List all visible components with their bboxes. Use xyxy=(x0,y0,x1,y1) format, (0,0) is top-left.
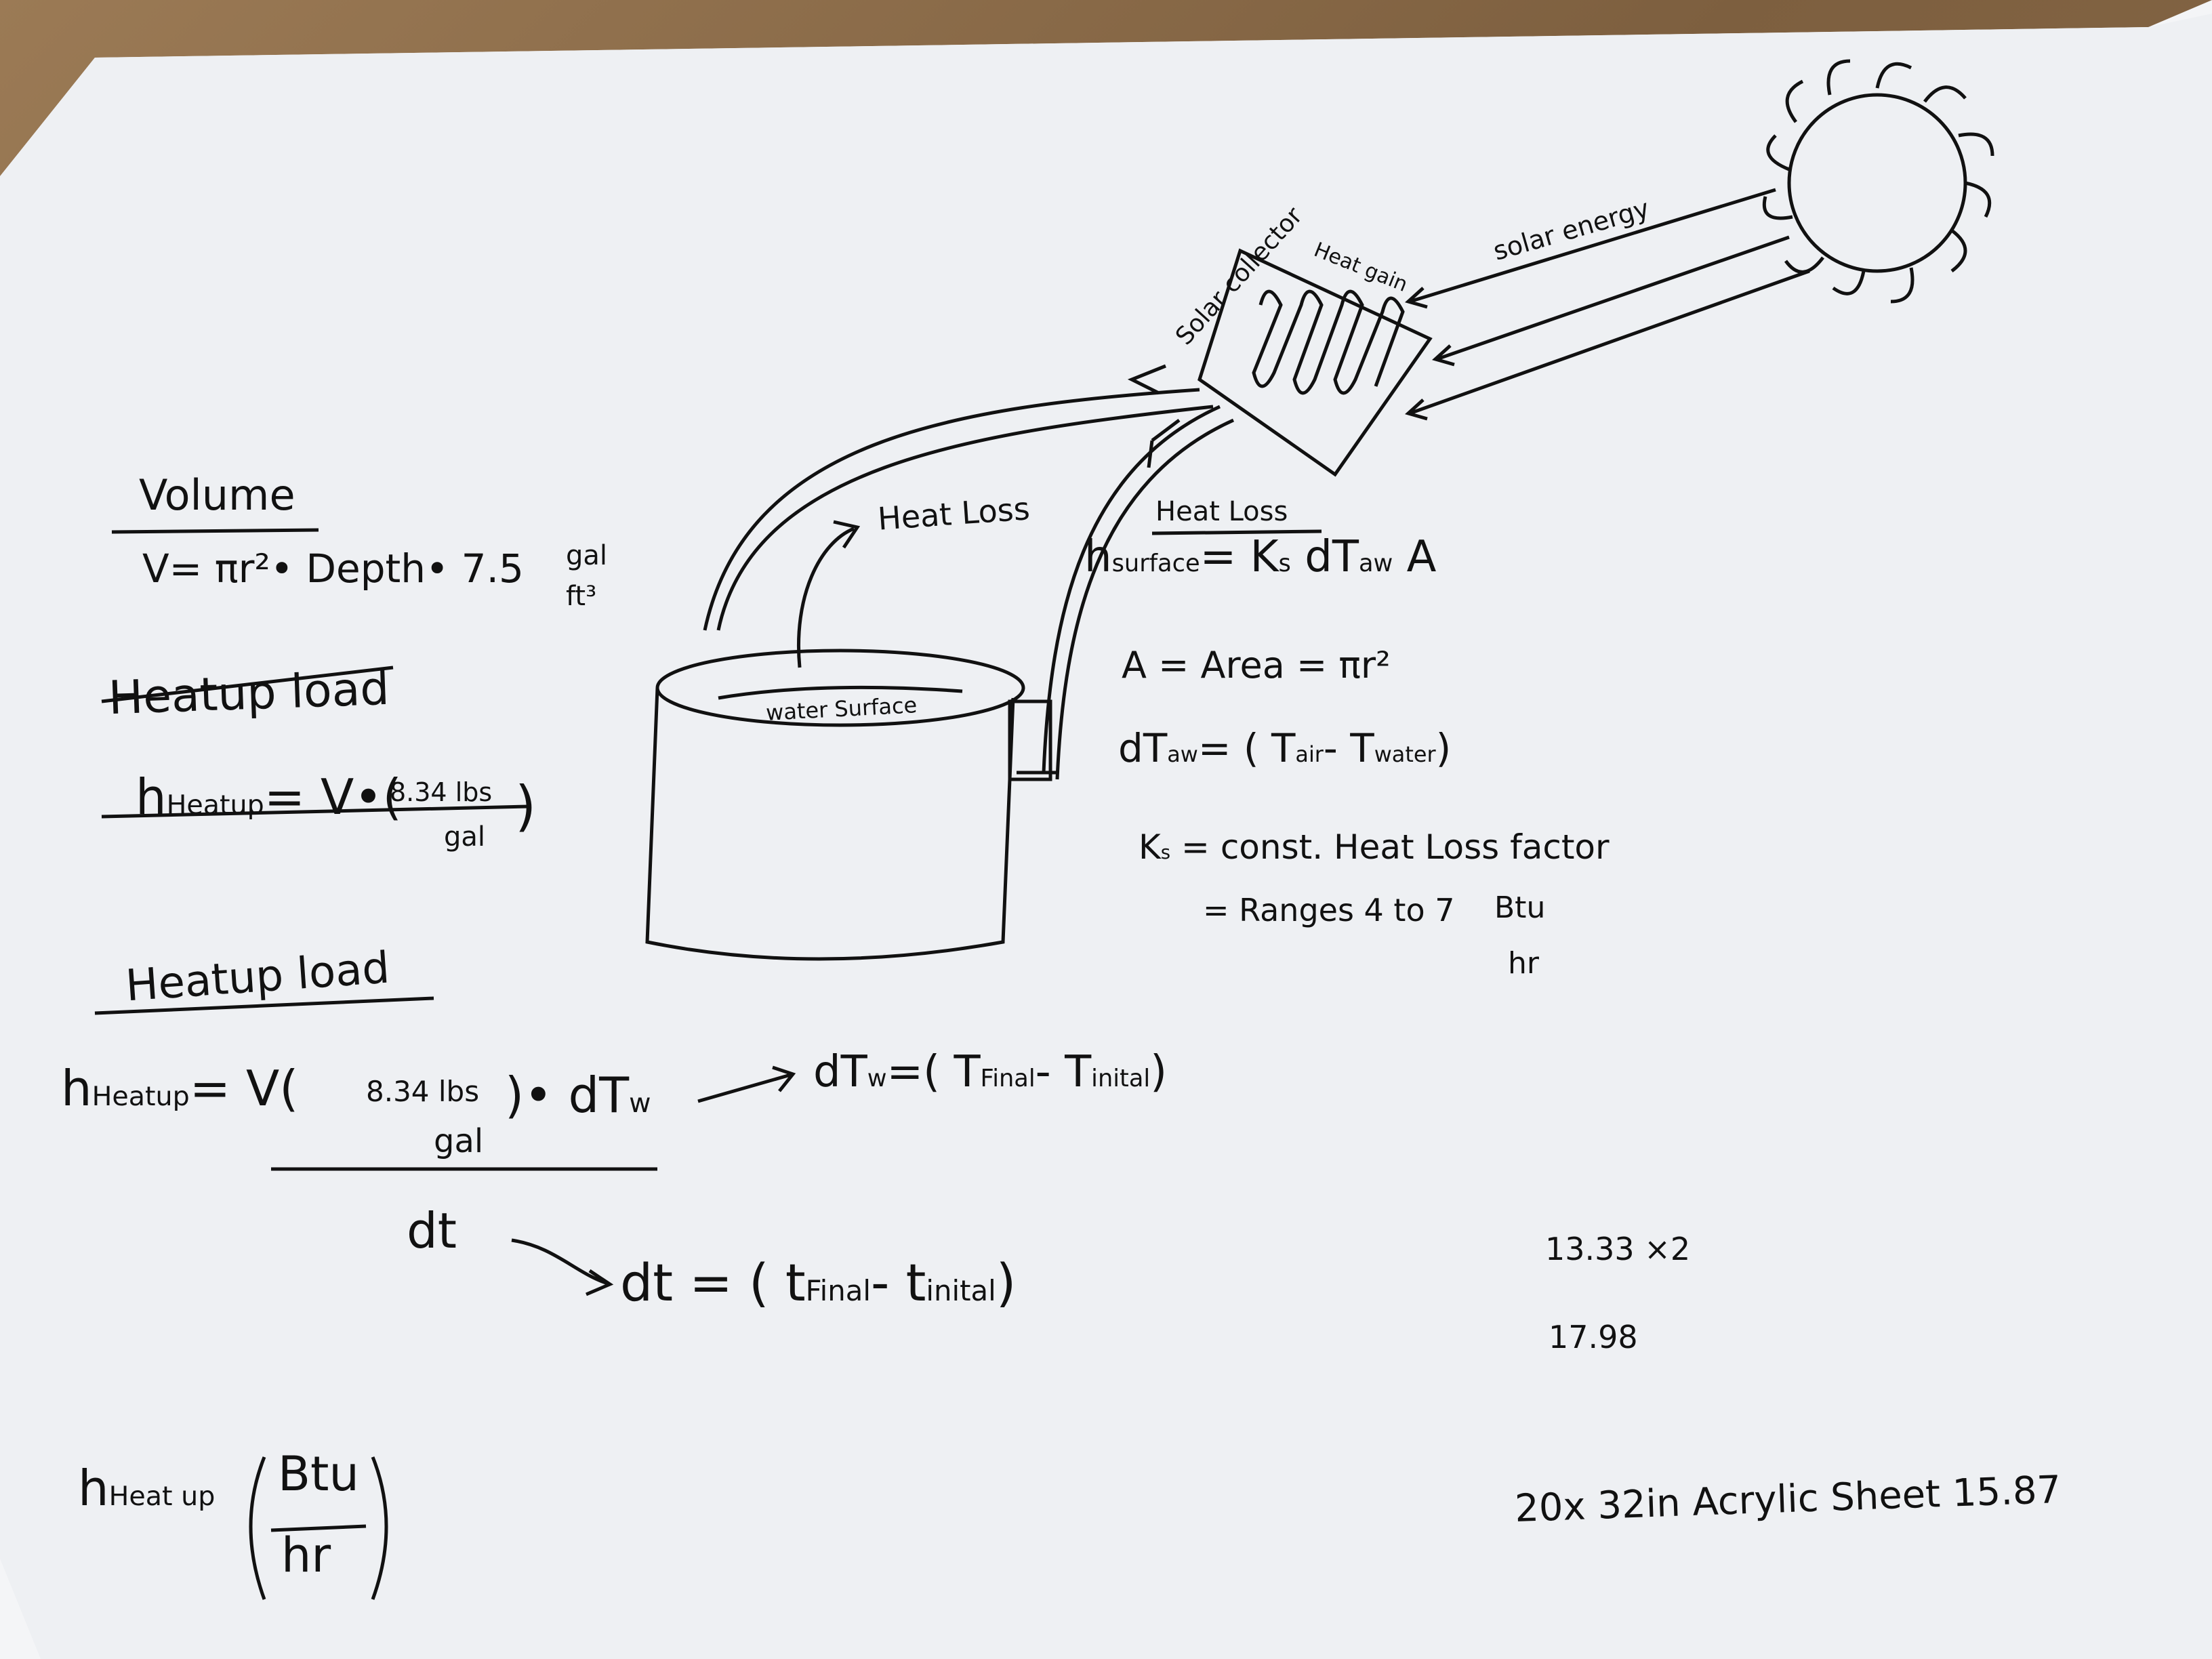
ks-range: = Ranges 4 to 7 xyxy=(1203,892,1455,928)
close: ) xyxy=(1150,1047,1168,1097)
heatup-crossed-lhs: hHeatup= V•( xyxy=(136,773,402,821)
subscript: Heatup xyxy=(166,790,264,821)
tail: dT xyxy=(1305,532,1359,582)
volume-heading: Volume xyxy=(139,470,295,520)
dTaw-definition: dTaw= ( Tair- Twater) xyxy=(1118,729,1451,768)
heatloss-formula: hsurface= Ks dTaw A xyxy=(1084,535,1436,579)
lhs: dT xyxy=(1118,725,1168,771)
crossed-close: ) xyxy=(515,775,537,838)
dTw-definition: dTw=( TFinal- Tinital) xyxy=(813,1050,1167,1094)
crossed-unit-top: 8.34 lbs xyxy=(390,777,493,807)
volume-formula: V= πr²• Depth• 7.5 xyxy=(142,546,524,592)
lhs: dt = ( t xyxy=(620,1252,806,1313)
subscript: Heatup xyxy=(91,1081,190,1112)
heatup-frac-bottom: gal xyxy=(434,1122,484,1160)
crossed-unit-bottom: gal xyxy=(444,821,486,853)
volume-underline xyxy=(111,528,319,534)
sub: w xyxy=(867,1065,887,1092)
side-number-2: 17.98 xyxy=(1549,1319,1638,1355)
sub: aw xyxy=(1358,550,1393,577)
heatup-underline xyxy=(94,996,434,1015)
h: h xyxy=(1084,532,1112,582)
heatloss-underline xyxy=(1151,529,1322,535)
sub: Heat up xyxy=(108,1481,216,1512)
sub: inital xyxy=(1091,1065,1151,1092)
area-definition: A = Area = πr² xyxy=(1122,644,1391,687)
heatup-lhs: hHeatup= V( xyxy=(61,1064,298,1113)
heatup-after: )• dTw xyxy=(505,1071,651,1120)
heatloss-heading: Heat Loss xyxy=(1155,496,1288,527)
heatup-frac-top: 8.34 lbs xyxy=(366,1075,480,1108)
ks-definition: Ks = const. Heat Loss factor xyxy=(1139,830,1610,864)
end: A xyxy=(1406,532,1437,582)
K: K xyxy=(1139,827,1161,867)
sub: Final xyxy=(980,1065,1036,1092)
ks-unit-bottom: hr xyxy=(1508,946,1539,981)
heat-loss-arrow xyxy=(797,520,861,668)
side-number-1: 13.33 ×2 xyxy=(1545,1231,1691,1267)
dT: dT xyxy=(813,1047,867,1097)
sub: air xyxy=(1295,741,1324,767)
strike-line-2 xyxy=(101,804,529,819)
formula-mid: = V•( xyxy=(264,769,402,825)
units-note-parens xyxy=(249,1456,388,1600)
sub: inital xyxy=(926,1274,996,1307)
solar-collector xyxy=(1197,248,1433,477)
h-symbol: h xyxy=(61,1060,92,1117)
after-text: )• dT xyxy=(505,1067,630,1124)
rhs: = K xyxy=(1200,532,1279,582)
rhs: =( T xyxy=(886,1047,981,1097)
heatup-denominator: dt xyxy=(407,1202,457,1259)
sub: Final xyxy=(805,1274,871,1307)
dt-definition: dt = ( tFinal- tinital) xyxy=(620,1257,1016,1309)
subscript: w xyxy=(629,1088,651,1119)
strike-line xyxy=(101,665,394,703)
heatup-crossed-heading: Heatup load xyxy=(107,661,390,726)
sub: aw xyxy=(1167,741,1198,767)
sub: water xyxy=(1374,741,1436,767)
sub: s xyxy=(1278,550,1291,577)
ks-unit-top: Btu xyxy=(1494,890,1546,925)
formula-mid: = V( xyxy=(189,1060,299,1117)
solar-rays xyxy=(1404,188,1810,421)
mid: - t xyxy=(871,1252,926,1313)
close: ) xyxy=(1435,725,1452,771)
def: = const. Heat Loss factor xyxy=(1181,827,1610,867)
units-note-bottom: hr xyxy=(281,1528,331,1583)
mid: - T xyxy=(1035,1047,1092,1097)
volume-unit-top: gal xyxy=(566,540,608,571)
sub: surface xyxy=(1111,550,1200,577)
volume-unit-bottom: ft³ xyxy=(566,581,597,612)
sub: s xyxy=(1160,842,1171,863)
pool-drawing xyxy=(645,649,1052,961)
units-note-lhs: hHeat up xyxy=(78,1464,215,1513)
close: ) xyxy=(996,1252,1017,1313)
definition-arrows xyxy=(511,1065,796,1296)
mid: - T xyxy=(1323,725,1374,771)
h-symbol: h xyxy=(136,769,167,825)
rhs: = ( T xyxy=(1197,725,1296,771)
h: h xyxy=(78,1460,109,1517)
units-note-top: Btu xyxy=(278,1446,359,1502)
